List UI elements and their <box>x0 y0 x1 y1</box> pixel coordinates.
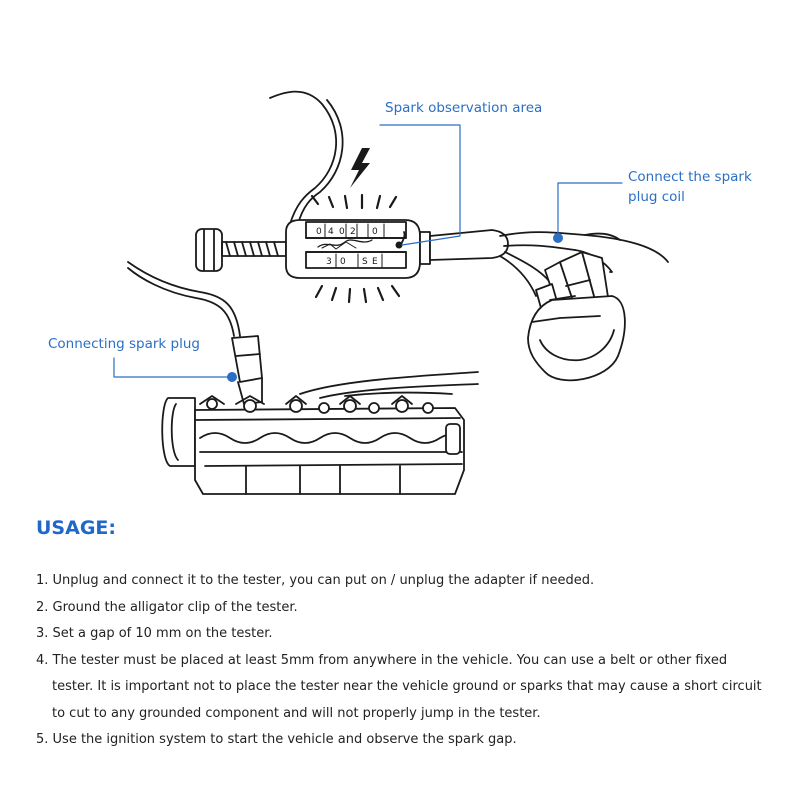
scale-top-2: 0 <box>339 227 345 237</box>
scale-bottom-0: 3 <box>326 257 332 267</box>
coil-label-line-1: Connect the spark <box>628 169 752 185</box>
plug-callout-dot <box>227 372 237 382</box>
scale-bottom-1: 0 <box>340 257 346 267</box>
plug-cable <box>127 261 263 405</box>
scale-top-0: 0 <box>316 227 322 237</box>
spark-rays-bottom <box>314 284 401 304</box>
engine-plug-wires <box>199 371 479 414</box>
usage-step: 3. Set a gap of 10 mm on the tester. <box>36 626 273 641</box>
usage-steps: 1. Unplug and connect it to the tester, … <box>36 568 766 754</box>
scale-top-1: 4 <box>328 227 334 237</box>
tester-cable <box>269 90 337 225</box>
coil-label-line-2: plug coil <box>628 189 685 205</box>
usage-step: 2. Ground the alligator clip of the test… <box>36 599 298 615</box>
spark-area-leader <box>379 124 461 246</box>
spark-rays-top <box>310 193 398 210</box>
adjusting-knob <box>195 228 223 272</box>
scale-top-4: 0 <box>372 227 378 237</box>
tester-collar <box>419 229 509 265</box>
tester-cable-inner <box>297 99 344 225</box>
coil-callout-dot <box>553 233 563 243</box>
scale-bottom-3: E <box>372 257 378 267</box>
usage-step: 4. The tester must be placed at least 5m… <box>36 652 762 721</box>
usage-step: 1. Unplug and connect it to the tester, … <box>36 573 595 588</box>
usage-step: 5. Use the ignition system to start the … <box>36 732 517 747</box>
usage-heading: USAGE: <box>36 517 116 539</box>
engine-block <box>161 397 465 495</box>
lightning-icon <box>350 148 370 188</box>
scale-bottom-2: S <box>362 257 368 267</box>
electrode-dot <box>395 241 403 249</box>
scale-dividers <box>324 223 385 268</box>
tester-body <box>285 219 421 279</box>
spark-observation-label: Spark observation area <box>385 100 543 116</box>
coil-connection-label: Connect the spark plug coil <box>628 167 768 207</box>
threaded-rod <box>221 241 287 257</box>
coil-boots <box>527 251 626 382</box>
plug-callout-leader <box>113 357 231 378</box>
scale-top-3: 2 <box>350 227 356 237</box>
spark-plug-label: Connecting spark plug <box>48 336 200 352</box>
spark-tester-diagram: 0 4 0 2 0 3 0 S E <box>113 90 669 495</box>
